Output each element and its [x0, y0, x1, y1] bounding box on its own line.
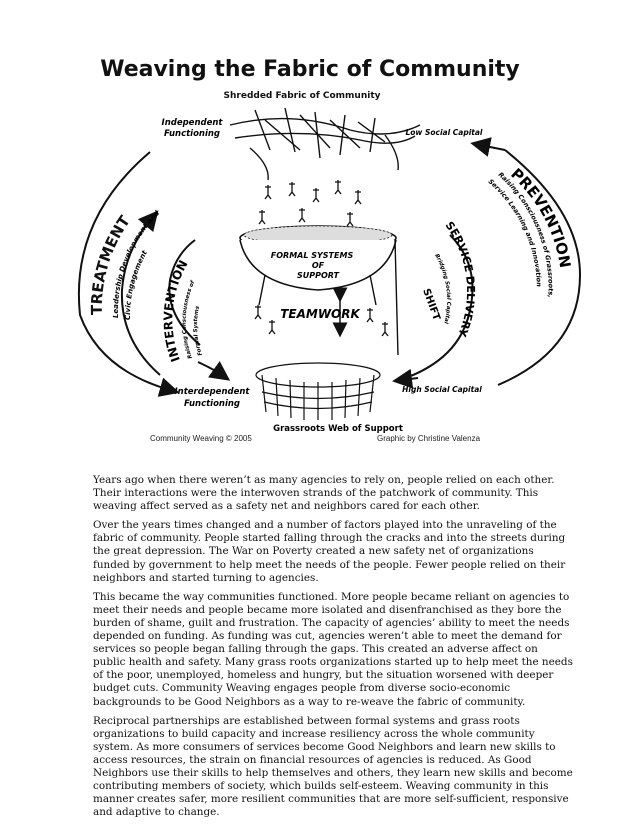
formal-systems-label-1: FORMAL SYSTEMS	[271, 251, 354, 260]
cycle-arrows	[77, 137, 582, 397]
paragraph-2: Over the years times changed and a numbe…	[93, 519, 566, 584]
interdependent-label-2: Functioning	[184, 399, 240, 409]
independent-label-2: Functioning	[164, 129, 220, 139]
formal-systems-bowl	[239, 225, 399, 356]
independent-label-1: Independent	[162, 118, 224, 128]
figure-subtitle: Shredded Fabric of Community	[224, 91, 381, 101]
shredded-fabric-illustration	[229, 107, 421, 181]
intervention-sub-label-2: Formal Systems	[193, 305, 204, 356]
formal-systems-label-2: OF	[312, 261, 325, 270]
credit-left: Community Weaving © 2005	[150, 434, 252, 443]
paragraph-3: This became the way communities function…	[93, 590, 573, 708]
formal-systems-label-3: SUPPORT	[297, 271, 340, 280]
shift-label: SHIFT	[420, 287, 442, 322]
body-text: Years ago when there weren’t as many age…	[93, 474, 573, 825]
credit-right: Graphic by Christine Valenza	[377, 434, 481, 443]
grassroots-label: Grassroots Web of Support	[273, 424, 403, 434]
teamwork-label: TEAMWORK	[280, 307, 361, 321]
interdependent-label-1: Interdependent	[175, 387, 251, 397]
grassroots-crowd-illustration	[255, 362, 381, 420]
paragraph-1: Years ago when there weren’t as many age…	[93, 474, 555, 513]
low-capital-label: Low Social Capital	[405, 128, 482, 137]
figure-title: Weaving the Fabric of Community	[100, 57, 520, 82]
paragraph-4: Reciprocal partnerships are established …	[93, 714, 573, 819]
intervention-sub-path-2: Formal Systems	[193, 305, 204, 356]
community-weaving-diagram: Weaving the Fabric of Community Shredded…	[77, 57, 582, 434]
high-capital-label: High Social Capital	[402, 385, 482, 394]
falling-people-illustration	[254, 180, 389, 337]
